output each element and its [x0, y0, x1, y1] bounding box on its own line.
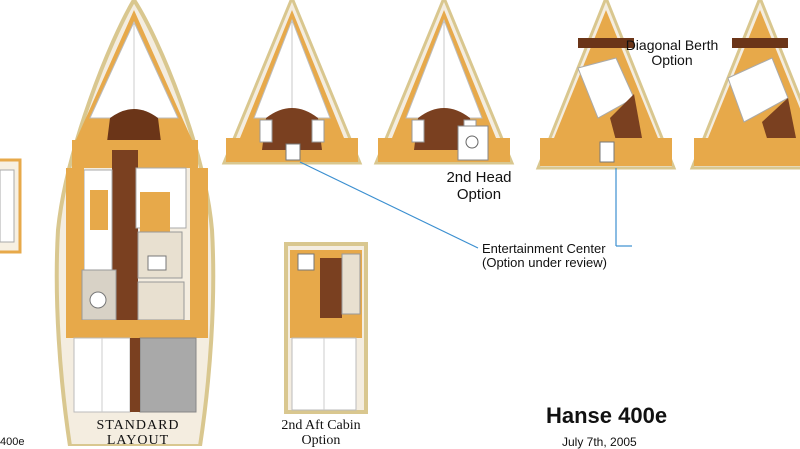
partial-plan-left	[0, 158, 22, 254]
bow-option-plan-diagonal-berth-2	[689, 0, 800, 170]
second-aft-cabin-option-label: 2nd Aft Cabin Option	[281, 418, 361, 449]
bow-option-plan-diagonal-berth	[535, 0, 677, 170]
standard-layout-plan	[54, 0, 216, 446]
standard-layout-label: STANDARD LAYOUT	[96, 418, 180, 449]
bow-option-plan-2nd-head	[374, 0, 514, 165]
second-aft-cabin-plan	[284, 242, 368, 414]
diagonal-berth-option-label: Diagonal Berth Option	[625, 37, 719, 69]
partial-left-label: 400e	[0, 436, 25, 448]
model-name: Hanse 400e	[546, 403, 668, 428]
second-head-option-label: 2nd Head Option	[446, 169, 512, 203]
date-label: July 7th, 2005	[562, 435, 637, 449]
bow-option-plan-1	[222, 0, 362, 165]
entertainment-center-label: Entertainment Center (Option under revie…	[482, 241, 607, 271]
entertainment-center-leader-lines	[299, 161, 632, 249]
